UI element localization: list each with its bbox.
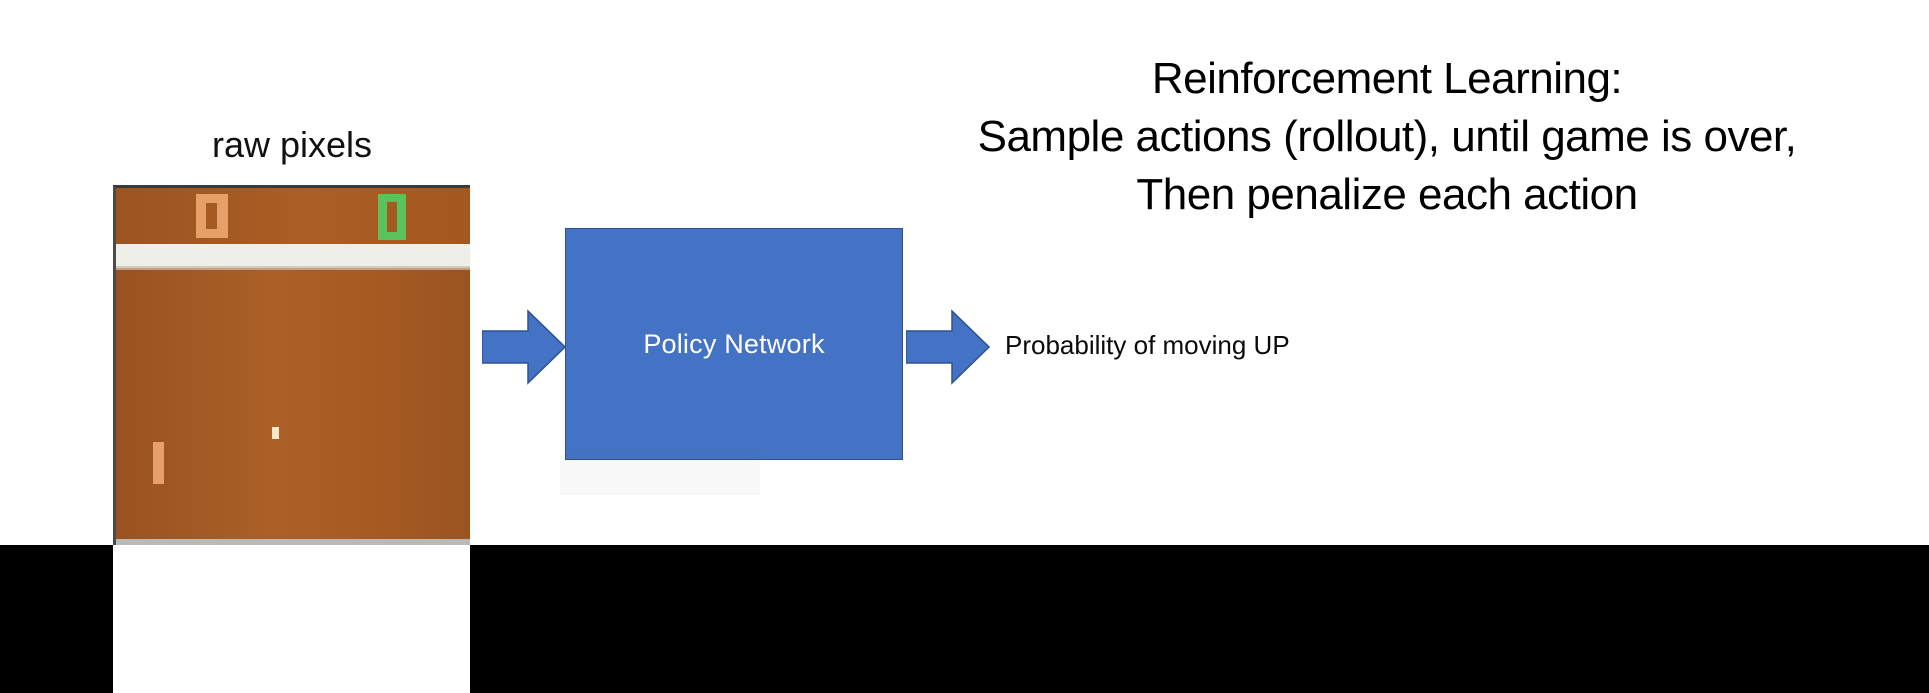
score-left-digit-hole <box>206 203 217 229</box>
right-arrow-icon-output <box>905 309 991 390</box>
game-divider-bar <box>116 244 470 268</box>
paddle-left <box>153 442 164 484</box>
game-field-top-band <box>116 188 470 244</box>
ball <box>272 427 279 439</box>
score-left-digit <box>196 194 228 238</box>
game-divider-bar-shadow <box>116 266 470 270</box>
title-line-2: Sample actions (rollout), until game is … <box>977 112 1797 161</box>
title-line-1: Reinforcement Learning: <box>1151 54 1623 103</box>
game-bottom-edge <box>116 539 470 545</box>
slide-title: Reinforcement Learning: Sample actions (… <box>845 50 1929 224</box>
score-right-digit <box>378 194 406 240</box>
policy-network-box[interactable]: Policy Network <box>565 228 903 460</box>
policy-network-label: Policy Network <box>643 328 825 359</box>
white-gap-under-game <box>113 545 470 693</box>
compression-artifact <box>560 455 760 495</box>
pong-game-screenshot <box>113 185 470 545</box>
score-right-digit-hole <box>387 202 397 232</box>
output-caption: Probability of moving UP <box>1005 330 1290 360</box>
raw-pixels-caption: raw pixels <box>211 124 373 165</box>
black-bar-left <box>0 545 113 693</box>
game-playfield <box>116 270 470 545</box>
game-field-top-shading <box>116 188 470 244</box>
black-bar-right <box>470 545 1929 693</box>
right-arrow-icon-input <box>481 309 567 390</box>
title-line-3: Then penalize each action <box>1136 170 1638 219</box>
